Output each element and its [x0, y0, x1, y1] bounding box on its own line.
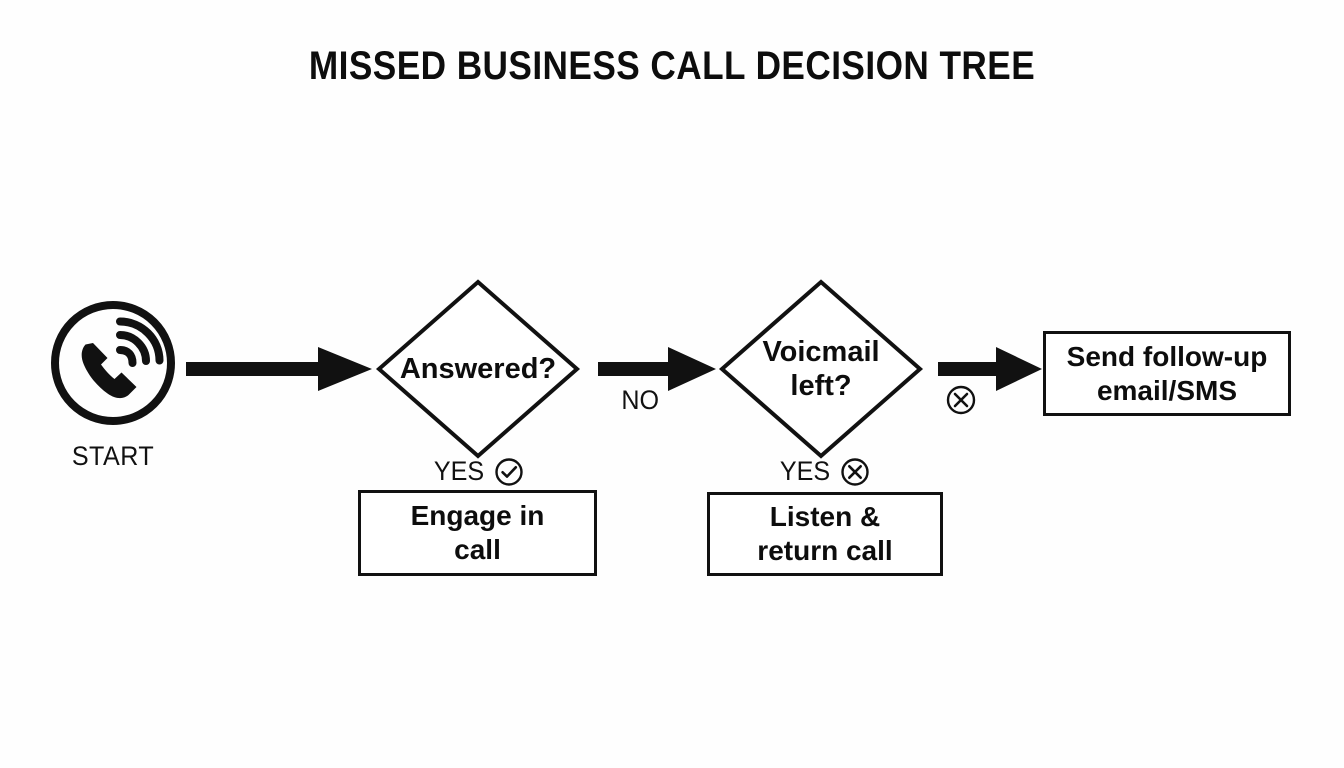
node-start: START — [50, 300, 178, 472]
diamond-shape-voicemail — [718, 279, 924, 459]
box-engage-text: Engage in call — [411, 499, 545, 566]
arrow-start-to-answered — [186, 347, 372, 391]
page-title: MISSED BUSINESS CALL DECISION TREE — [308, 44, 1036, 88]
branch-label-text: YES — [780, 456, 831, 486]
arrow-voicemail-to-followup — [938, 347, 1042, 391]
box-followup-line2: email/SMS — [1096, 374, 1238, 406]
box-listen-line1: Listen & — [769, 501, 881, 533]
node-decision-answered: Answered? — [375, 278, 581, 460]
node-box-listen-return-call: Listen & return call — [707, 492, 943, 576]
box-engage-line2: call — [454, 534, 501, 565]
box-listen-text: Listen & return call — [757, 500, 892, 567]
node-box-engage-in-call: Engage in call — [358, 490, 597, 576]
x-circle-icon — [840, 457, 869, 486]
node-decision-voicemail: Voicmail left? — [718, 278, 924, 460]
branch-label-no: NO — [598, 385, 682, 416]
branch-label-yes-voicemail: YES — [724, 456, 924, 487]
branch-label-text: YES — [434, 456, 485, 486]
box-engage-line1: Engage in — [410, 500, 545, 532]
arrow-answered-to-voicemail — [598, 347, 716, 391]
check-circle-icon — [494, 457, 523, 486]
branch-label-text: NO — [621, 385, 659, 415]
start-label: START — [71, 441, 155, 471]
phone-ringing-icon — [51, 301, 175, 425]
box-followup-text: Send follow-up email/SMS — [1067, 340, 1268, 407]
box-listen-line2: return call — [757, 535, 893, 566]
diamond-shape-answered — [375, 279, 581, 459]
node-box-send-followup: Send follow-up email/SMS — [1043, 331, 1291, 416]
branch-label-yes-answered: YES — [378, 456, 578, 487]
box-followup-line1: Send follow-up — [1066, 340, 1268, 372]
x-circle-icon — [946, 385, 976, 415]
